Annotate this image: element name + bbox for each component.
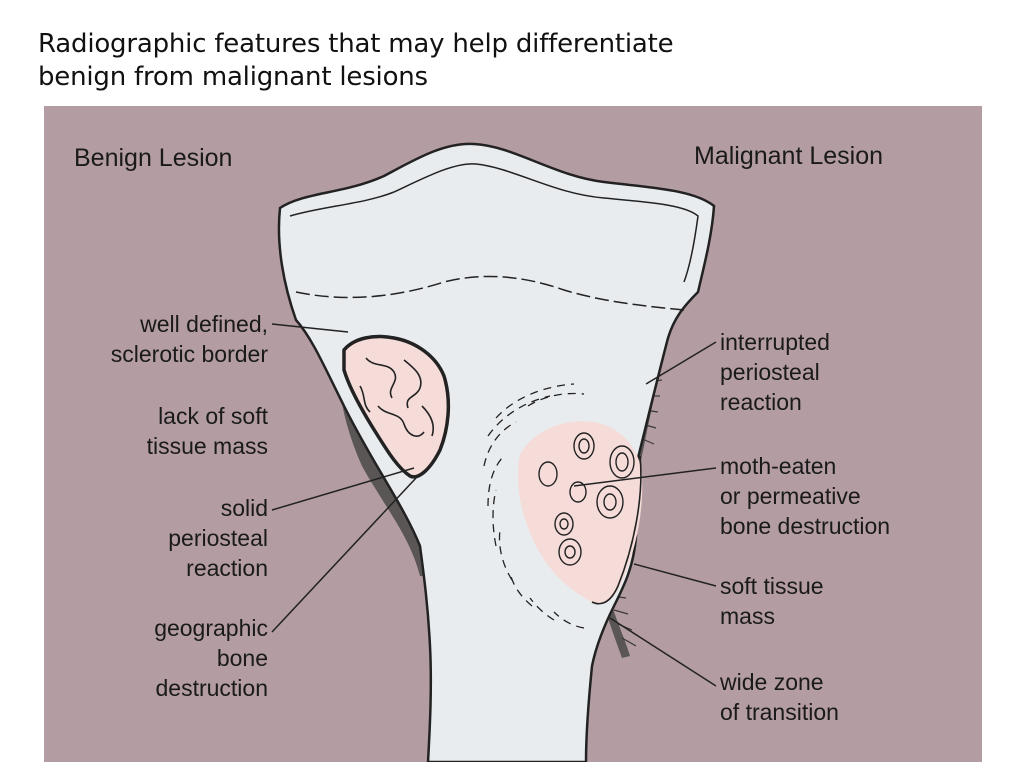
bone-lesion-diagram: Benign Lesion Malignant Lesion well defi… bbox=[44, 106, 982, 762]
label-geographic-destruction: geographic bone destruction bbox=[154, 615, 268, 701]
malignant-lesion-edge bbox=[591, 455, 642, 605]
label-solid-periosteal-reaction: solid periosteal reaction bbox=[168, 495, 268, 581]
slide-title-line-2: benign from malignant lesions bbox=[38, 61, 428, 92]
malignant-leader-lines bbox=[573, 341, 717, 687]
transition-zone-dashes bbox=[483, 383, 585, 629]
slide-title-line-1: Radiographic features that may help diff… bbox=[38, 29, 674, 59]
benign-lesion bbox=[342, 334, 451, 479]
label-sclerotic-border: well defined, sclerotic border bbox=[110, 311, 268, 367]
growth-plate-line bbox=[295, 275, 685, 311]
label-no-soft-tissue-mass: lack of soft tissue mass bbox=[146, 403, 268, 459]
bone-shape bbox=[277, 142, 716, 762]
label-soft-tissue-mass: soft tissue mass bbox=[720, 573, 824, 629]
benign-lesion-heading: Benign Lesion bbox=[74, 144, 233, 172]
label-moth-eaten: moth-eaten or permeative bone destructio… bbox=[720, 453, 891, 539]
bone-illustration bbox=[271, 142, 717, 762]
moth-eaten-holes bbox=[538, 432, 635, 566]
slide-title: Radiographic features that may help diff… bbox=[38, 28, 938, 94]
malignant-lesion-heading: Malignant Lesion bbox=[694, 142, 884, 170]
benign-lesion-trabeculae bbox=[359, 357, 435, 437]
benign-leader-lines bbox=[271, 323, 417, 633]
label-interrupted-periosteal: interrupted periosteal reaction bbox=[720, 329, 830, 415]
label-wide-zone-transition: wide zone of transition bbox=[720, 669, 839, 725]
epiphysis-outline bbox=[289, 163, 699, 283]
